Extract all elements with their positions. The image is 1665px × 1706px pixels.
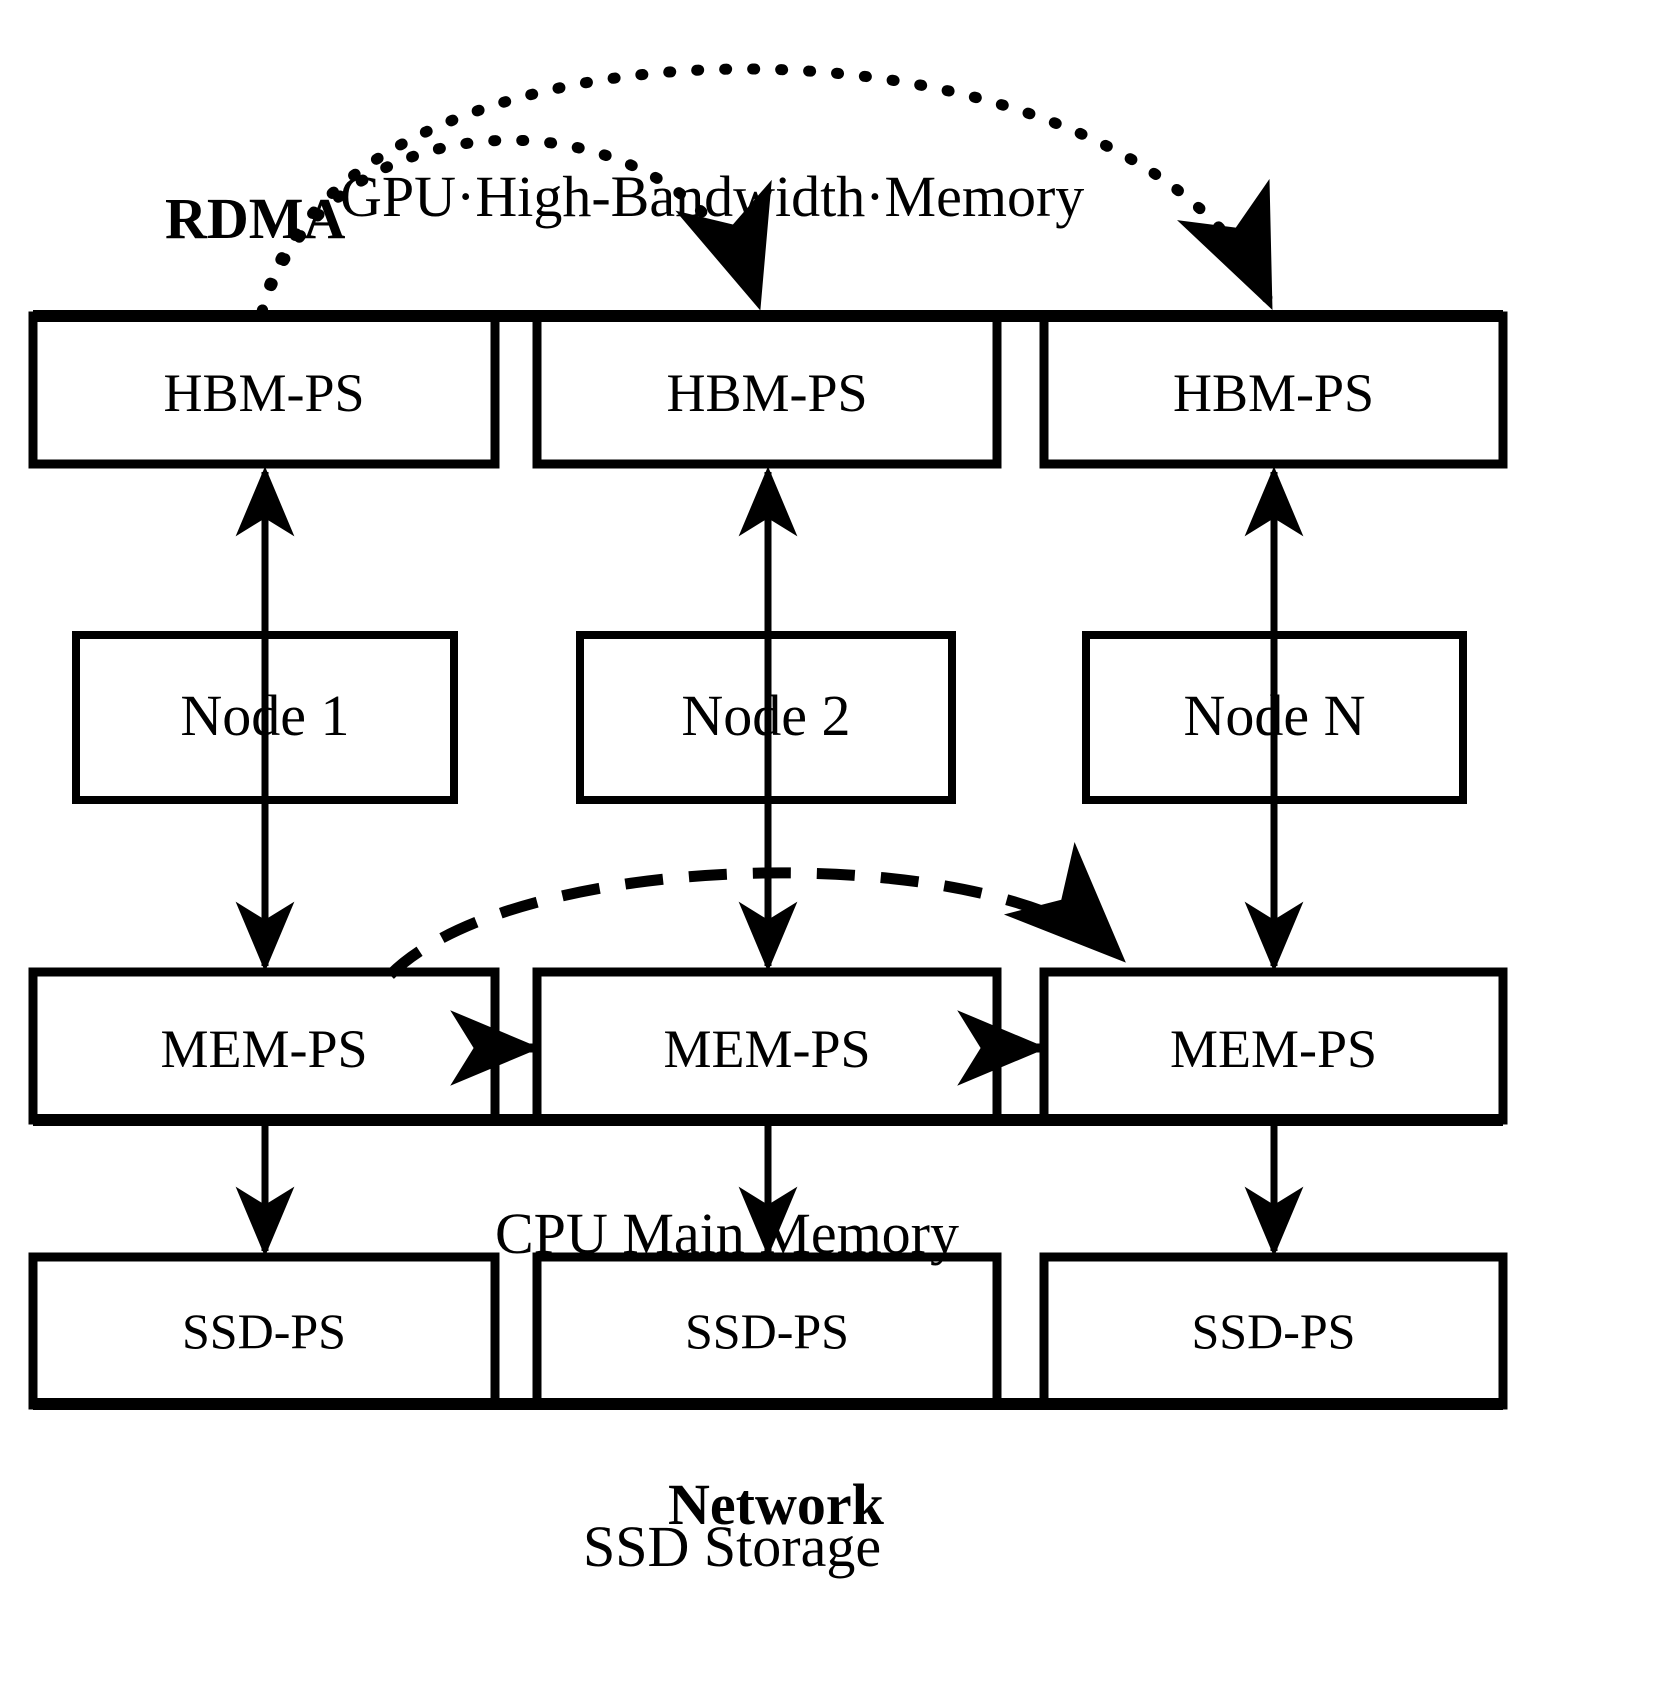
ssd-tier-group [28, 1252, 1508, 1410]
rdma-connectors [256, 63, 1274, 318]
rdma-label: RDMA [165, 186, 346, 251]
mem-ps-label-1: MEM-PS [160, 1019, 368, 1079]
node-label-3: Node N [1183, 683, 1366, 748]
hbm-ps-label-1: HBM-PS [163, 363, 365, 423]
gpu-hbm-band-label: GPU·High-Bandwidth·Memory [340, 164, 1085, 229]
ssd-ps-label-1: SSD-PS [182, 1303, 346, 1359]
mem-ps-label-3: MEM-PS [1169, 1019, 1378, 1079]
ssd-ps-label-2: SSD-PS [685, 1303, 849, 1359]
vertical-connectors [235, 466, 1304, 1257]
cpu-main-memory-band-label: CPU Main Memory [495, 1201, 959, 1266]
mem-broadcast-curve [386, 842, 1126, 979]
node-label-1: Node 1 [180, 683, 350, 748]
hbm-ps-label-2: HBM-PS [666, 363, 868, 423]
node-label-2: Node 2 [681, 683, 851, 748]
ssd-storage-band-label: SSD Storage [583, 1514, 882, 1579]
ssd-tier-band [33, 1398, 1503, 1410]
ssd-ps-label-3: SSD-PS [1191, 1303, 1356, 1359]
mem-tier-group [28, 967, 1508, 1126]
mem-ps-label-2: MEM-PS [663, 1019, 871, 1079]
network-label: Network [668, 1472, 884, 1537]
mem-tier-band [33, 1114, 1503, 1126]
mem-dashed-connector [386, 842, 1126, 979]
hbm-ps-box-2 [532, 311, 1002, 469]
rdma-curve-right [256, 63, 1274, 318]
hbm-tier-group [28, 310, 1508, 469]
hbm-tier-band-right [1044, 310, 1503, 322]
hbm-ps-label-3: HBM-PS [1172, 363, 1375, 423]
